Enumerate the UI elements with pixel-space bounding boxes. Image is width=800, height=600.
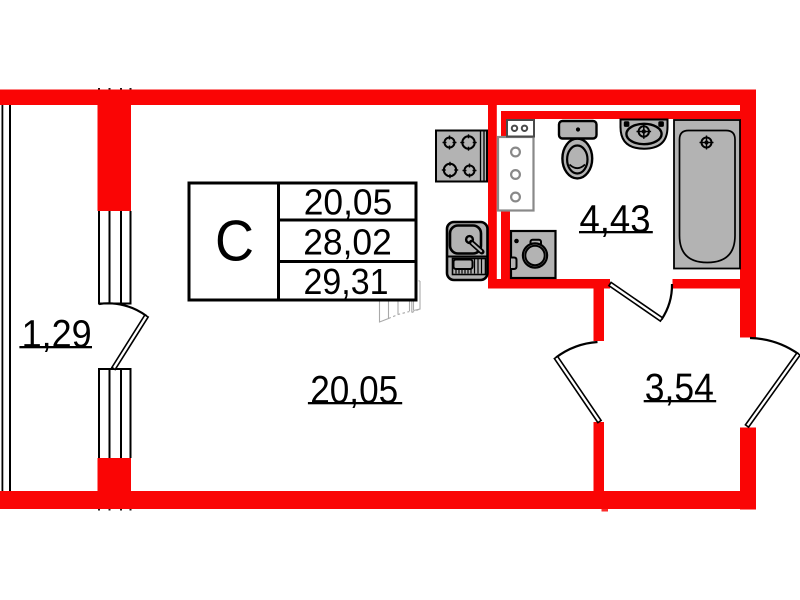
svg-text:1,29: 1,29 — [22, 313, 92, 356]
svg-text:29,31: 29,31 — [304, 261, 389, 302]
svg-text:4,43: 4,43 — [580, 198, 651, 241]
svg-text:20,05: 20,05 — [310, 369, 398, 412]
svg-text:20,05: 20,05 — [304, 182, 393, 223]
svg-text:3,54: 3,54 — [645, 367, 714, 410]
svg-text:С: С — [215, 210, 254, 274]
svg-text:28,02: 28,02 — [303, 222, 392, 263]
